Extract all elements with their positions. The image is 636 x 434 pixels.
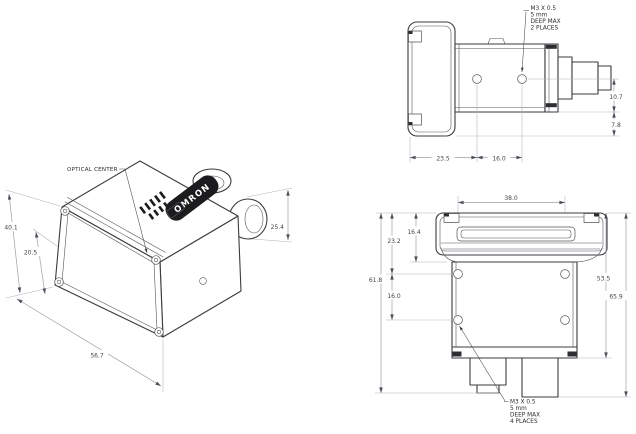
side-dim-connector-label: 10.7 (609, 94, 623, 101)
optical-center-leader (119, 168, 148, 254)
optical-center-label: OPTICAL CENTER (67, 167, 118, 173)
indicator-window (166, 202, 185, 219)
band-mark (452, 351, 462, 357)
screw-slot (56, 279, 62, 285)
iso-dim-connector-label: 25.4 (271, 224, 285, 231)
iso-dim-height-label: 40.1 (4, 225, 18, 232)
bottom-dimensions: 38.0 16.4 23.2 16.0 61.8 53.5 65.9 (364, 192, 631, 398)
bottom-block-right (521, 357, 559, 398)
side-view: M3 X 0.5 5 mm DEEP MAX 2 PLACES 23.5 16.… (407, 6, 628, 162)
bottom-note-line3: DEEP MAX (510, 413, 540, 419)
mounting-hole (472, 74, 482, 84)
body-bottom-face (451, 261, 578, 348)
mounting-hole (517, 74, 527, 84)
screw-head (154, 327, 164, 337)
lens-slot-inner (460, 229, 572, 239)
side-note-line2: 5 mm (531, 13, 548, 19)
thread-note-leader (459, 325, 506, 402)
bottom-view: M3 X 0.5 5 mm DEEP MAX 4 PLACES 38. (364, 192, 631, 426)
clip-mark (408, 31, 413, 34)
flange-mark (545, 44, 557, 49)
screw-head (54, 277, 64, 287)
flange-mark (545, 103, 557, 108)
side-mount-hole (199, 277, 207, 285)
bezel-rim-line (67, 197, 166, 253)
bottom-dim-width-label: 38.0 (504, 195, 518, 202)
bottom-dim-tophole-label: 23.2 (387, 238, 401, 245)
side-dim-front-label: 23.5 (436, 155, 450, 162)
mounting-hole (560, 315, 570, 325)
body-side (454, 43, 546, 113)
tab-mark (594, 213, 599, 217)
side-note-line1: M3 X 0.5 (531, 6, 557, 12)
tab-mark (444, 213, 449, 217)
connector-endcap (244, 204, 264, 234)
screw-head (60, 206, 70, 216)
bottom-thread-note: M3 X 0.5 5 mm DEEP MAX 4 PLACES (510, 400, 540, 426)
connector-shaft (557, 56, 573, 100)
bezel-rim-line (64, 201, 164, 258)
bezel-flare (576, 247, 603, 263)
side-note-line4: 2 PLACES (531, 26, 559, 32)
lens-slot (456, 226, 576, 242)
iso-view: OMRON OPTICAL CENTER (1, 160, 293, 392)
bezel-inner-line (439, 216, 604, 252)
bottom-dim-block-label: 61.8 (369, 277, 383, 284)
bottom-note-line1: M3 X 0.5 (510, 400, 536, 406)
band-mark (567, 351, 577, 357)
side-thread-note: M3 X 0.5 5 mm DEEP MAX 2 PLACES (531, 6, 561, 32)
bottom-dim-pitch-label: 16.0 (387, 293, 401, 300)
screw-slot (62, 208, 68, 214)
bezel-clip (408, 30, 422, 43)
base-band (451, 346, 578, 359)
connector-tip (597, 65, 612, 91)
clip-mark (408, 122, 413, 125)
mounting-hole (560, 269, 570, 279)
connector-flange (544, 43, 559, 113)
bottom-block-left (469, 357, 507, 386)
mounting-hole (453, 315, 463, 325)
iso-dim-length-label: 56.7 (90, 353, 104, 360)
iso-dimensions: 40.1 20.5 56.7 25.4 (1, 187, 293, 392)
bottom-dim-bezel-label: 16.4 (407, 229, 421, 236)
bezel-tab (583, 213, 600, 223)
bottom-dim-overall-label: 65.9 (609, 293, 623, 300)
screw-slot (153, 257, 159, 263)
side-dimensions: 23.5 16.0 10.7 7.8 (409, 78, 628, 162)
mounting-hole (453, 269, 463, 279)
front-bezel-inner (411, 25, 452, 133)
bottom-note-line2: 5 mm (510, 406, 527, 412)
side-note-line3: DEEP MAX (531, 19, 561, 25)
side-dim-pitch-label: 16.0 (492, 155, 506, 162)
top-bump (487, 38, 506, 45)
bottom-note-line4: 4 PLACES (510, 419, 538, 425)
side-dim-base-label: 7.8 (611, 122, 621, 129)
bottom-dim-body-label: 53.5 (597, 275, 611, 282)
thread-note-leader (520, 11, 527, 73)
iso-dim-lower-label: 20.5 (24, 250, 38, 257)
screw-head (151, 255, 161, 265)
indicator-marks (139, 191, 185, 220)
bezel-tab (443, 213, 460, 223)
bezel-clip (408, 113, 422, 126)
connector-shaft-step (571, 61, 599, 95)
